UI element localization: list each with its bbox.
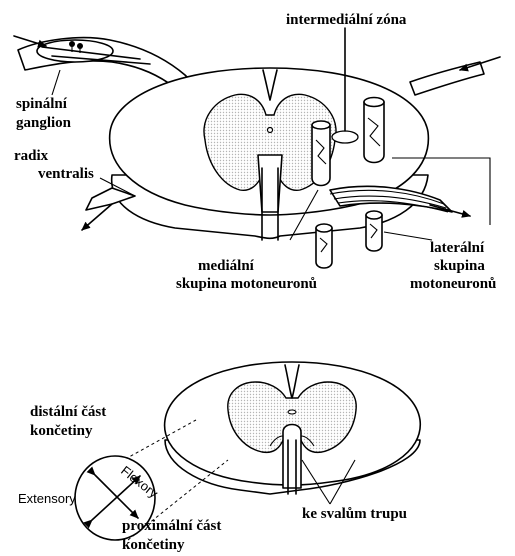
label-trunk-muscles: ke svalům trupu: [302, 506, 407, 523]
label-radix-line1: radix: [14, 148, 48, 165]
label-lateral-line2: skupina: [434, 258, 485, 275]
label-distal-line2: končetiny: [30, 423, 93, 440]
label-lateral-line3: motoneuronů: [410, 276, 496, 293]
label-medial-line2: skupina motoneuronů: [176, 276, 317, 293]
label-spinal-ganglion-line1: spinální: [16, 96, 67, 113]
label-proximal-line2: končetiny: [122, 537, 185, 554]
label-intermediate-zone: intermediální zóna: [286, 12, 406, 29]
label-spinal-ganglion-line2: ganglion: [16, 115, 71, 132]
bottom-central-canal: [288, 410, 296, 414]
label-distal-line1: distální část: [30, 404, 106, 421]
top-spinal-cord-section: [14, 28, 500, 268]
label-radix-line2: ventralis: [38, 166, 94, 183]
central-canal: [268, 128, 273, 133]
label-extensory: Extensory: [18, 490, 76, 507]
label-lateral-line1: laterální: [430, 240, 484, 257]
ventral-root-right-arrow: [430, 205, 470, 216]
label-proximal-line1: proximální část: [122, 518, 221, 535]
intermediate-zone-marker: [332, 131, 358, 143]
afferent-arrow: [14, 36, 46, 46]
label-medial-line1: mediální: [198, 258, 254, 275]
